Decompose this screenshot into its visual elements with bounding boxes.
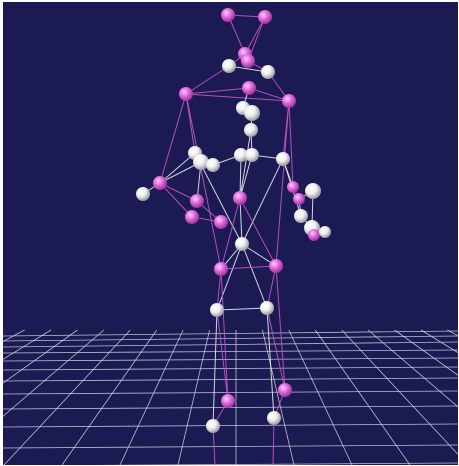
marker-abdomen[interactable]: [233, 191, 247, 205]
marker-left-wrist-pink[interactable]: [153, 176, 167, 190]
marker-sternum-2[interactable]: [244, 105, 260, 121]
marker-left-finger-2[interactable]: [185, 210, 199, 224]
marker-right-hand-1[interactable]: [305, 183, 321, 199]
marker-right-wrist-2[interactable]: [293, 193, 305, 205]
marker-neck-right[interactable]: [261, 65, 275, 79]
marker-left-knee[interactable]: [221, 394, 235, 408]
marker-chest-mid-2[interactable]: [245, 148, 259, 162]
marker-right-hand-2[interactable]: [294, 209, 308, 223]
marker-right-hip[interactable]: [269, 259, 283, 273]
marker-left-hand[interactable]: [136, 187, 150, 201]
marker-left-finger-3[interactable]: [214, 215, 228, 229]
marker-right-shoulder[interactable]: [282, 94, 296, 108]
marker-left-elbow-3[interactable]: [206, 158, 220, 172]
marker-sternum-3[interactable]: [244, 123, 258, 137]
marker-left-thigh[interactable]: [210, 303, 224, 317]
marker-right-hand-4[interactable]: [308, 229, 320, 241]
3d-viewport[interactable]: [3, 2, 458, 465]
marker-pelvis[interactable]: [235, 237, 249, 251]
marker-right-shin[interactable]: [267, 411, 281, 425]
marker-left-shoulder[interactable]: [179, 87, 193, 101]
marker-right-thigh[interactable]: [260, 301, 274, 315]
marker-left-hip[interactable]: [214, 262, 228, 276]
marker-right-hand-5[interactable]: [319, 226, 331, 238]
marker-head-top-left[interactable]: [221, 8, 235, 22]
marker-right-wrist-1[interactable]: [287, 181, 299, 193]
marker-right-knee[interactable]: [278, 383, 292, 397]
marker-head-top-right[interactable]: [258, 10, 272, 24]
marker-left-shin[interactable]: [206, 419, 220, 433]
marker-chest-upper[interactable]: [242, 81, 256, 95]
marker-right-elbow[interactable]: [276, 152, 290, 166]
marker-head-front-right[interactable]: [241, 54, 255, 68]
skeleton-scene[interactable]: [3, 2, 458, 465]
marker-neck-left[interactable]: [222, 59, 236, 73]
marker-left-finger-1[interactable]: [190, 194, 204, 208]
